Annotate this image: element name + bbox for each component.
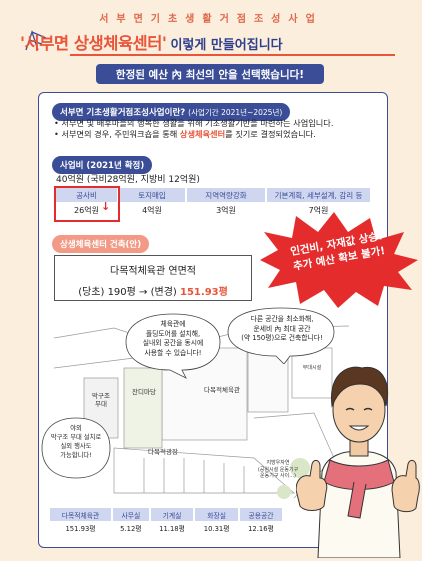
title-underline [70, 54, 395, 56]
budget-table: 공사비 토지매입 지역역량강화 기본계획, 세부설계, 감리 등 26억원 4억… [56, 188, 370, 218]
budget-header: 공사비 [56, 188, 119, 202]
header-kicker: 서부면기초생활거점조성사업 [99, 14, 323, 25]
room-value: 10.31평 [194, 521, 240, 535]
budget-header: 기본계획, 세부설계, 감리 등 [266, 188, 370, 202]
room-value: 11.18평 [149, 521, 196, 535]
bubble-bottom-shape [41, 417, 111, 479]
sparkle-icon [25, 29, 47, 51]
room-value: 5.12평 [112, 521, 151, 535]
room-header: 사무실 [112, 508, 151, 521]
label-exercise: 지방우자연 (공원시설 운동기구 운동기구 사이...) [257, 460, 299, 479]
label-stage: 막구조 무대 [92, 392, 110, 408]
center-pill: 상생체육센터 건축(안) [52, 232, 150, 253]
banner-text: 한정된 예산 內 최선의 안을 선택했습니다! [115, 68, 305, 81]
budget-value: 7억원 [308, 205, 329, 215]
project-description: • 서부면 및 배후마을의 행복한 생활을 위해 기초생활기반을 마련하는 사업… [54, 118, 382, 140]
highlight-box [54, 186, 120, 222]
title-rest: 이렇게 만들어집니다 [170, 38, 283, 53]
project-pill: 서부면 기초생활거점조성사업이란? (사업기간 2021년~2025년) [52, 100, 291, 121]
info-banner: 한정된 예산 內 최선의 안을 선택했습니다! [96, 64, 324, 84]
budget-value: 3억원 [186, 202, 267, 218]
area-change: (당초) 190평 → (변경) 151.93평 [78, 287, 228, 298]
area-box: 다목적체육관 연면적 (당초) 190평 → (변경) 151.93평 [54, 255, 252, 301]
budget-total: 40억원 (국비28억원, 지방비 12억원) [56, 175, 200, 185]
bubble-bottom-text: 야외 막구조 무대 설치로 실외 행사도 가능합니다! [50, 425, 102, 459]
bullet-2: • 서부면의 경우, 주민워크숍을 통해 상생체육센터를 짓기로 결정되었습니다… [54, 129, 316, 139]
label-gym: 다목적체육관 [204, 386, 240, 394]
room-header: 기계실 [149, 508, 196, 521]
room-header: 공용공간 [238, 508, 282, 521]
budget-header: 토지매입 [118, 188, 187, 202]
room-header: 다목적체육관 [50, 508, 114, 521]
area-title: 다목적체육관 연면적 [110, 266, 196, 277]
site-plan: 막구조 무대 잔디마당 다목적체육관 다목적광장 지방우자연 (공원시설 운동기… [41, 307, 349, 501]
label-plaza: 다목적광장 [148, 448, 178, 456]
label-lawn: 잔디마당 [132, 388, 156, 396]
budget-value: 26억원 [56, 202, 119, 218]
room-header: 화장실 [194, 508, 240, 521]
budget-header: 지역역량강화 [186, 188, 267, 202]
budget-value: 4억원 [118, 202, 187, 218]
label-facility: 부대시설 [302, 365, 322, 371]
warning-burst [260, 212, 418, 308]
handwritten-arrow: ↓ [101, 200, 111, 213]
man-thumbs-up-illustration [296, 366, 420, 558]
room-area-table: 다목적체육관 사무실 기계실 화장실 공용공간 151.93평 5.12평 11… [50, 508, 282, 535]
bubble-left-text: 체육관에 폴딩도어를 설치해, 실내외 공간을 동시에 사용할 수 있습니다! [142, 320, 204, 357]
budget-pill: 사업비 (2021년 확정) [52, 153, 153, 174]
bullet-1: • 서부면 및 배후마을의 행복한 생활을 위해 기초생활기반을 마련하는 사업… [54, 118, 334, 128]
room-value: 12.16평 [248, 525, 274, 533]
bubble-right-shape [227, 307, 335, 364]
bubble-left-shape [125, 313, 221, 379]
bubble-right-text: 다른 공간을 최소화해, 운세비 內 최대 공간 (약 150평)으로 건축합니… [241, 315, 323, 342]
title-main: '서부면 상생체육센터' [20, 34, 167, 53]
room-value: 151.93평 [50, 521, 114, 535]
page-title: '서부면 상생체육센터'이렇게 만들어집니다 [20, 30, 410, 54]
